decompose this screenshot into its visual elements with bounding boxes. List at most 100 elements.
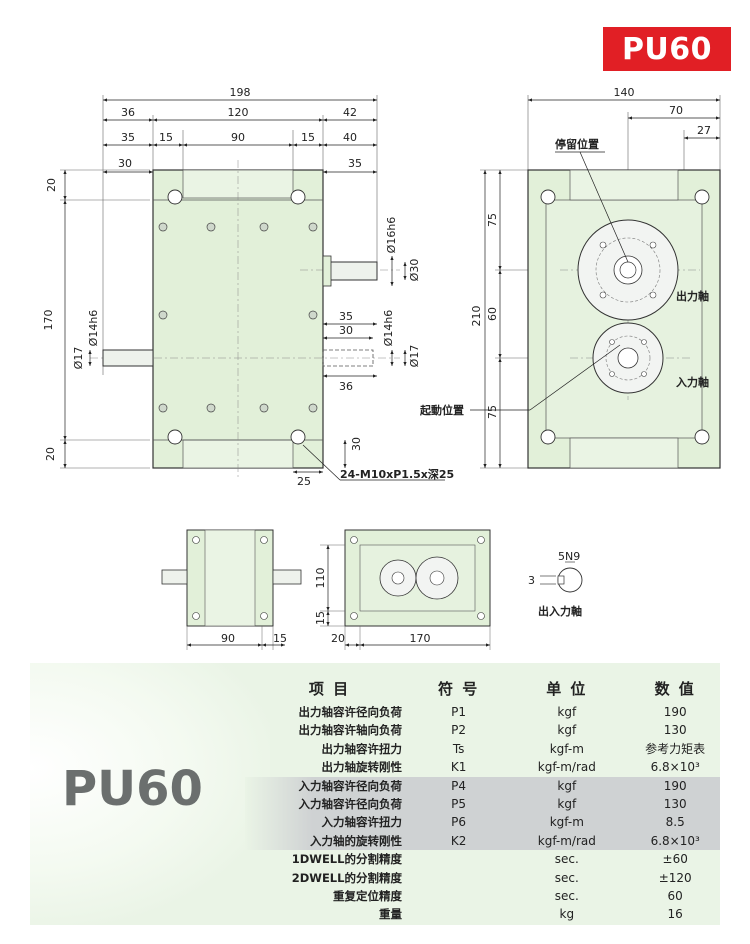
spec-value: 130	[630, 795, 720, 814]
dim-30-bottom: 30	[350, 437, 363, 451]
spec-symbol	[414, 905, 503, 923]
spec-value: 130	[663, 723, 687, 738]
header-item: 项 目	[308, 679, 351, 698]
dim-14h6: Ø14h6	[87, 310, 100, 347]
spec-value: 参考力矩表	[645, 741, 706, 756]
spec-value: ±60	[662, 852, 688, 867]
spec-unit: kgf-m	[503, 813, 631, 832]
header-symbol: 符 号	[438, 679, 480, 698]
spec-unit: kgf-m/rad	[537, 760, 596, 775]
spec-unit: sec.	[554, 870, 579, 885]
dim-36-input: 36	[339, 380, 353, 393]
dim-30-dia: Ø30	[408, 259, 421, 282]
spec-name: 入力轴容许径向负荷	[245, 776, 414, 796]
spec-unit: kgf	[503, 795, 631, 814]
spec-symbol: K2	[413, 831, 504, 851]
dim-40: 40	[343, 131, 357, 144]
spec-symbol: Ts	[452, 741, 465, 756]
spec-unit: sec.	[554, 852, 579, 867]
small-front-view: 90 15	[161, 529, 302, 650]
dim-75-bottom: 75	[486, 405, 499, 419]
table-row: 出力轴容许轴向负荷 P2 kgf 130	[245, 721, 720, 739]
header-value: 数 值	[654, 679, 696, 698]
stop-position-label: 停留位置	[555, 137, 599, 151]
spec-symbol: P2	[451, 723, 467, 738]
spec-symbol	[414, 850, 503, 868]
small-dim-110: 110	[314, 568, 327, 589]
spec-symbol: P4	[413, 776, 504, 796]
dim-198: 198	[230, 86, 251, 99]
dim-20-top: 20	[45, 178, 58, 192]
spec-name: 出力轴旋转刚性	[321, 760, 402, 775]
dim-20-bottom: 20	[44, 447, 57, 461]
spec-value: 8.5	[630, 813, 720, 832]
dim-17: Ø17	[72, 347, 85, 370]
spec-name: 1DWELL的分割精度	[291, 852, 402, 867]
small-side-view: 110 15 20 170	[314, 529, 491, 650]
small-dim-170: 170	[410, 632, 431, 645]
dim-15-right: 15	[301, 131, 315, 144]
spec-symbol	[414, 869, 503, 887]
spec-unit: kgf-m	[549, 741, 584, 756]
spec-value: 6.8×10³	[650, 760, 700, 775]
output-shaft-label: 出力軸	[676, 289, 709, 303]
table-row: 出力轴旋转刚性 K1 kgf-m/rad 6.8×10³	[245, 758, 720, 776]
small-dim-90: 90	[221, 632, 235, 645]
header-unit: 单 位	[546, 679, 588, 698]
spec-symbol: P1	[451, 705, 467, 719]
dim-140: 140	[614, 86, 635, 99]
dim-30: 30	[118, 157, 132, 170]
spec-unit: kgf	[557, 705, 577, 719]
dim-16h6: Ø16h6	[385, 217, 398, 254]
keyway-3: 3	[528, 574, 535, 587]
dim-42: 42	[343, 106, 357, 119]
spec-value: 6.8×10³	[630, 831, 720, 851]
dim-120: 120	[228, 106, 249, 119]
spec-symbol: K1	[450, 760, 467, 775]
dim-75-top: 75	[486, 213, 499, 227]
spec-name: 出力轴容许轴向负荷	[298, 723, 402, 738]
spec-unit: kgf-m/rad	[503, 831, 631, 851]
dim-14h6-right: Ø14h6	[382, 310, 395, 347]
dim-25: 25	[297, 475, 311, 488]
technical-drawing: 198 36 120 42 35 15 90 15 40 30 35 20 17…	[42, 86, 721, 650]
dim-70: 70	[669, 104, 683, 117]
spec-value: 190	[663, 705, 687, 719]
spec-unit: kg	[559, 907, 575, 922]
dim-30-input: 30	[339, 324, 353, 337]
dim-35-input: 35	[339, 310, 353, 323]
tap-hole-note: 24-M10xP1.5x深25	[340, 467, 454, 481]
dim-35: 35	[121, 131, 135, 144]
spec-value: ±120	[658, 870, 692, 885]
start-position-label: 起動位置	[419, 403, 464, 417]
spec-symbol	[414, 887, 503, 905]
spec-unit: kgf	[557, 723, 577, 738]
spec-name: 入力轴的旋转刚性	[245, 831, 414, 851]
spec-symbol: P5	[413, 795, 504, 814]
small-dim-20: 20	[331, 632, 345, 645]
dim-15: 15	[159, 131, 173, 144]
small-dim-15-v: 15	[314, 611, 327, 625]
small-dim-15: 15	[273, 632, 287, 645]
spec-name: 重复定位精度	[332, 889, 402, 904]
dim-35-shaft: 35	[348, 157, 362, 170]
spec-value: 190	[630, 776, 720, 796]
keyway-5n9: 5N9	[558, 550, 580, 563]
table-row: 1DWELL的分割精度 sec. ±60	[245, 850, 720, 868]
dim-36: 36	[121, 106, 135, 119]
dim-170: 170	[42, 310, 55, 331]
io-shaft-label: 出入力軸	[538, 604, 582, 618]
spec-unit: kgf	[503, 776, 631, 796]
model-badge: PU60	[603, 27, 731, 71]
dim-27: 27	[697, 124, 711, 137]
